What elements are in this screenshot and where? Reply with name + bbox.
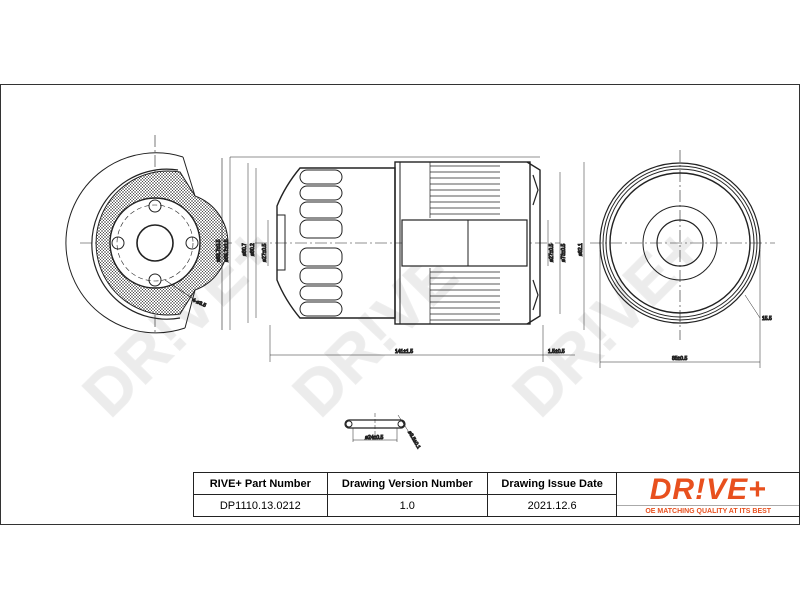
main-section-view: ø83.7±0.5 ø80.7 ø80.2 ø27±0.5 141±1.5 1.… [224, 156, 585, 362]
dim-oring-section: ø3.5±0.1 [406, 430, 421, 450]
header-version: Drawing Version Number [326, 472, 488, 495]
header-part-number: RIVE+ Part Number [193, 472, 328, 495]
left-end-view: 4-ø3.5 ø83.7±0.5 [65, 135, 235, 335]
version-value: 1.0 [326, 494, 488, 517]
logo-tagline: OE MATCHING QUALITY AT ITS BEST [617, 504, 799, 515]
dim-right-bore: ø27±0.5 [549, 243, 555, 262]
o-ring-view: ø24±0.5 ø3.5±0.1 [344, 413, 422, 451]
title-block: RIVE+ Part Number Drawing Version Number… [193, 472, 800, 517]
dim-main-outer-dia: ø83.7±0.5 [224, 239, 230, 262]
part-number-value: DP1110.13.0212 [193, 494, 328, 517]
dim-length: 141±1.5 [395, 349, 413, 355]
dim-oring-dia: ø24±0.5 [365, 435, 384, 441]
dim-main-dia-3: ø80.2 [250, 243, 256, 256]
dim-end-offset: 1.5±0.5 [548, 349, 565, 355]
dim-left-dia: ø83.7±0.5 [216, 239, 222, 262]
logo-text: DR!VE+ [649, 472, 767, 506]
header-issue-date: Drawing Issue Date [486, 472, 618, 495]
dim-right-dia-2: ø82.1 [578, 243, 584, 256]
dim-main-dia-2: ø80.7 [242, 243, 248, 256]
dim-right-dia-1: ø73±0.5 [561, 243, 567, 262]
dim-right-view-width: 85±0.5 [672, 356, 687, 362]
drive-logo: DR!VE+ OE MATCHING QUALITY AT ITS BEST [616, 472, 800, 517]
issue-date-value: 2021.12.6 [486, 494, 618, 517]
right-end-view: 85±0.5 15.5 [590, 150, 775, 368]
dim-left-bore: ø27±0.5 [262, 243, 268, 262]
dim-right-view-note: 15.5 [762, 316, 772, 322]
